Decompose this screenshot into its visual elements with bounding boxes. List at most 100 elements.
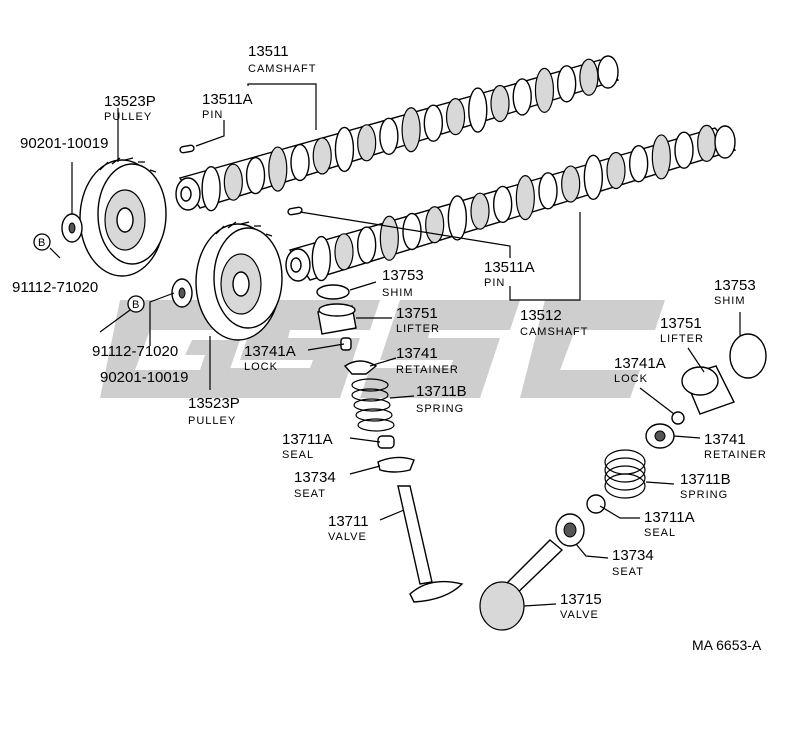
label-spring-left-number: 13711B [416, 383, 467, 400]
label-valve-right-name: VALVE [560, 609, 599, 621]
label-seal-left-name: SEAL [282, 449, 314, 461]
label-pin-upper-name: PIN [202, 109, 223, 121]
cam-lobe [334, 233, 354, 271]
cam-lobe [447, 195, 468, 241]
label-lock-right-name: LOCK [614, 373, 648, 385]
label-bolt-upper-number: 91112-71020 [12, 279, 98, 296]
label-shim-right-number: 13753 [714, 277, 756, 294]
label-valve-left-name: VALVE [328, 531, 367, 543]
label-seat-left-number: 13734 [294, 469, 336, 486]
cam-lobe [492, 185, 513, 224]
label-camshaft-lower-name: CAMSHAFT [520, 326, 589, 338]
pin-lower-part [287, 206, 303, 216]
upper-pulley-part [79, 157, 167, 277]
cam-lobe [515, 175, 535, 221]
label-lifter-left-name: LIFTER [396, 323, 440, 335]
label-washer-upper-number: 90201-10019 [20, 135, 108, 152]
label-group: 13511CAMSHAFT13511APIN13523PPULLEY90201-… [12, 43, 767, 621]
cam-lobe [628, 145, 649, 183]
label-pin-upper-number: 13511A [202, 91, 253, 108]
cam-lobe [445, 98, 466, 136]
right-valve-train [479, 333, 767, 631]
label-lifter-right-name: LIFTER [660, 333, 704, 345]
pin-upper-part [179, 144, 195, 154]
cam-lobe [490, 84, 510, 123]
cam-lobe [401, 107, 421, 153]
label-retainer-left-number: 13741 [396, 345, 438, 362]
label-lifter-right-number: 13751 [660, 315, 702, 332]
cam-lobe [651, 134, 671, 180]
label-seat-left-name: SEAT [294, 488, 326, 500]
svg-text:B: B [38, 237, 46, 249]
lower-camshaft [285, 124, 737, 282]
cam-lobe [357, 124, 377, 162]
label-retainer-right-number: 13741 [704, 431, 746, 448]
cam-lobe [223, 163, 243, 201]
cam-lobe [425, 206, 445, 244]
label-washer-lower-number: 90201-10019 [100, 369, 188, 386]
label-lifter-left-number: 13751 [396, 305, 438, 322]
cam-lobe [538, 172, 558, 210]
label-pulley-upper-number: 13523P [104, 93, 156, 110]
label-seat-right-number: 13734 [612, 547, 654, 564]
label-pulley-upper-name: PULLEY [104, 111, 152, 123]
cam-lobe [423, 104, 444, 142]
label-seal-right-number: 13711A [644, 509, 695, 526]
label-shim-left-name: SHIM [382, 287, 414, 299]
label-lock-left-number: 13741A [244, 343, 296, 360]
label-lock-right-number: 13741A [614, 355, 666, 372]
cam-lobe [356, 226, 377, 264]
cam-lobe [697, 124, 717, 162]
label-spring-left-name: SPRING [416, 403, 464, 415]
label-seal-right-name: SEAL [644, 527, 676, 539]
bolt-symbol-lower: B [127, 295, 145, 313]
label-valve-right-number: 13715 [560, 591, 602, 608]
cam-lobe [468, 87, 488, 133]
upper-camshaft [175, 55, 620, 212]
label-pulley-lower-name: PULLEY [188, 415, 236, 427]
lower-pulley-part [195, 221, 283, 341]
label-valve-left-number: 13711 [328, 513, 369, 530]
reference-code: MA 6653-A [692, 637, 762, 653]
cam-lobe [245, 156, 266, 195]
label-lock-left-name: LOCK [244, 361, 278, 373]
cam-lobe [674, 131, 694, 169]
cam-lobe [512, 78, 532, 116]
svg-text:B: B [132, 299, 140, 311]
label-bolt-lower-number: 91112-71020 [92, 343, 178, 360]
label-camshaft-upper-number: 13511 [248, 43, 289, 60]
cam-lobe [606, 151, 626, 190]
cam-lobe [311, 235, 332, 282]
cam-lobe [290, 143, 310, 182]
cam-lobe [534, 67, 555, 113]
label-retainer-right-name: RETAINER [704, 449, 767, 461]
label-pulley-lower-number: 13523P [188, 395, 240, 412]
cam-lobe [334, 126, 355, 173]
cam-lobe [579, 58, 599, 96]
cam-lobe [312, 137, 332, 175]
cam-lobe [201, 166, 221, 212]
label-seat-right-name: SEAT [612, 566, 644, 578]
cam-lobe [470, 192, 490, 230]
label-pin-lower-name: PIN [484, 277, 505, 289]
label-camshaft-lower-number: 13512 [520, 307, 562, 324]
leader-lines [49, 83, 741, 607]
label-camshaft-upper-name: CAMSHAFT [248, 63, 317, 75]
label-retainer-left-name: RETAINER [396, 364, 459, 376]
label-spring-right-number: 13711B [680, 471, 731, 488]
label-seal-left-number: 13711A [282, 431, 333, 448]
bolt-symbol-upper: B [33, 233, 51, 251]
label-shim-left-number: 13753 [382, 267, 424, 284]
cam-lobe [556, 65, 577, 103]
cam-lobe [379, 215, 399, 261]
cam-lobe [561, 165, 581, 203]
cam-lobe [379, 117, 399, 155]
cam-lobe [268, 146, 288, 192]
label-spring-right-name: SPRING [680, 489, 728, 501]
cam-lobe [583, 154, 604, 200]
label-shim-right-name: SHIM [714, 295, 746, 307]
label-pin-lower-number: 13511A [484, 259, 535, 276]
left-valve-train [316, 284, 464, 603]
